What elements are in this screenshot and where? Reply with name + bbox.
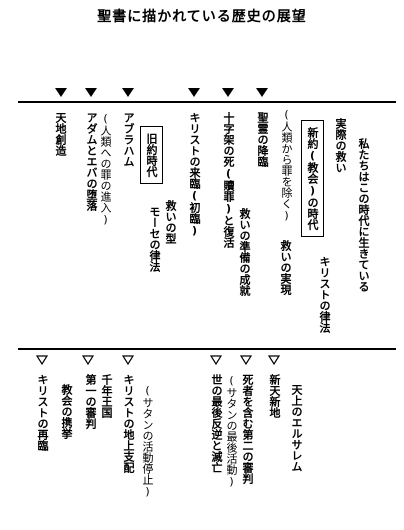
event-marker-hollow: [240, 355, 252, 365]
event-label: (サタンの活動停止): [141, 384, 154, 498]
event-label: アブラハム: [122, 112, 135, 167]
event-label: (人類から罪を除く): [280, 108, 293, 222]
event-marker-hollow: [122, 355, 134, 365]
page-title: 聖書に描かれている歴史の展望: [97, 9, 307, 25]
event-label: 十字架の死(贖罪)と復活: [222, 112, 235, 248]
event-marker-hollow: [210, 355, 222, 365]
event-marker-filled: [122, 88, 134, 97]
era-box: 旧約時代: [140, 126, 163, 184]
event-label: 第一の審判: [84, 374, 97, 429]
event-label: (サタンの最後活動): [225, 374, 238, 488]
event-label: 天上のエルサレム: [290, 384, 303, 472]
event-label: 実際の救い: [334, 118, 347, 173]
event-label: 教会の携挙: [60, 384, 73, 439]
event-label: (人類への罪の進入): [99, 112, 112, 226]
event-label: 救いの実現: [279, 240, 292, 295]
event-label: キリストの律法: [318, 256, 331, 333]
event-label: 聖霊の降臨: [256, 112, 269, 167]
event-label: 天地創造: [54, 112, 67, 156]
event-marker-filled: [55, 88, 67, 97]
event-label: アダムとエバの堕落: [85, 112, 98, 211]
event-marker-filled: [85, 88, 97, 97]
event-marker-hollow: [36, 355, 48, 365]
top-timeline-line: [18, 101, 396, 103]
event-label: 救いの準備の成就: [238, 208, 251, 296]
event-marker-filled: [222, 88, 234, 97]
bottom-timeline-line: [18, 348, 396, 350]
event-marker-filled: [256, 88, 268, 97]
event-label: モーセの律法: [148, 206, 161, 272]
event-label: 私たちはこの時代に生きている: [357, 138, 370, 292]
event-label: キリストの来臨(初臨): [188, 112, 201, 237]
era-box: 新約(教会)の時代: [301, 120, 324, 237]
event-label: 死者を含む第二の審判: [241, 374, 254, 484]
event-label: 世の最後反逆と滅亡: [210, 374, 223, 473]
event-label: キリストの再臨: [36, 374, 49, 451]
event-label: 新天新地: [268, 374, 281, 418]
event-marker-hollow: [268, 355, 280, 365]
event-label: 千年王国: [100, 374, 113, 418]
event-label: 救いの型: [164, 200, 177, 244]
event-marker-filled: [188, 88, 200, 97]
event-label: キリストの地上支配: [122, 374, 135, 473]
event-marker-hollow: [82, 355, 94, 365]
